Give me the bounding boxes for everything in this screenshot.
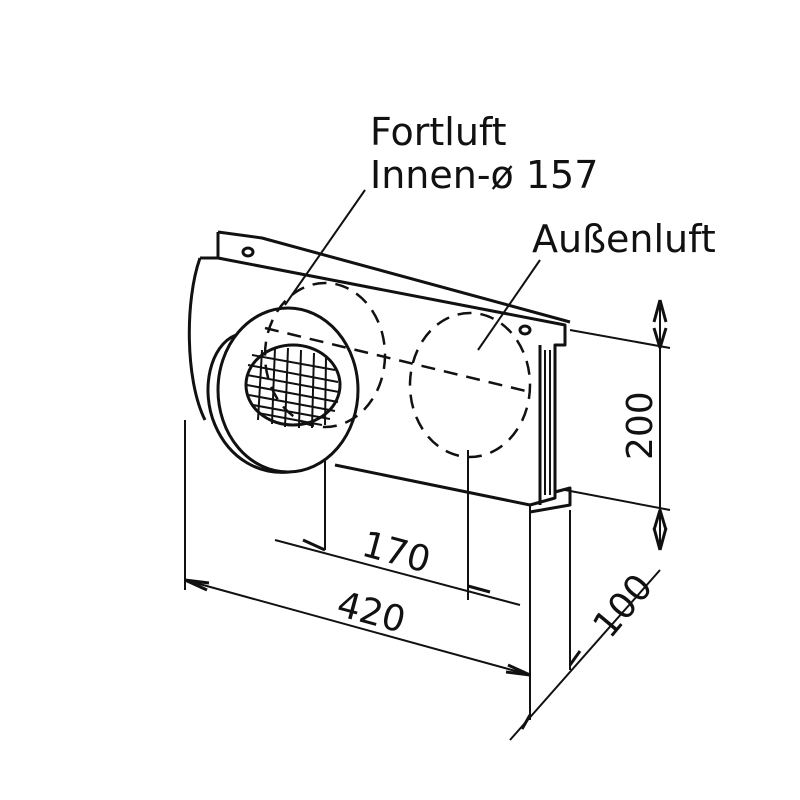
dim-width: 420 bbox=[333, 584, 410, 641]
dim-depth: 100 bbox=[585, 567, 661, 646]
hidden-openings bbox=[263, 281, 532, 459]
leader-exhaust bbox=[284, 189, 366, 306]
label-outdoor-air: Außenluft bbox=[532, 217, 716, 261]
dimension-lines bbox=[184, 299, 671, 741]
dim-spacing: 170 bbox=[358, 524, 435, 581]
housing bbox=[187, 230, 572, 514]
leader-outdoor bbox=[477, 259, 541, 351]
label-exhaust-line2: Innen-ø 157 bbox=[370, 153, 598, 197]
dim-height: 200 bbox=[620, 391, 661, 460]
label-exhaust-line1: Fortluft bbox=[370, 110, 507, 154]
exhaust-grille bbox=[206, 306, 360, 474]
